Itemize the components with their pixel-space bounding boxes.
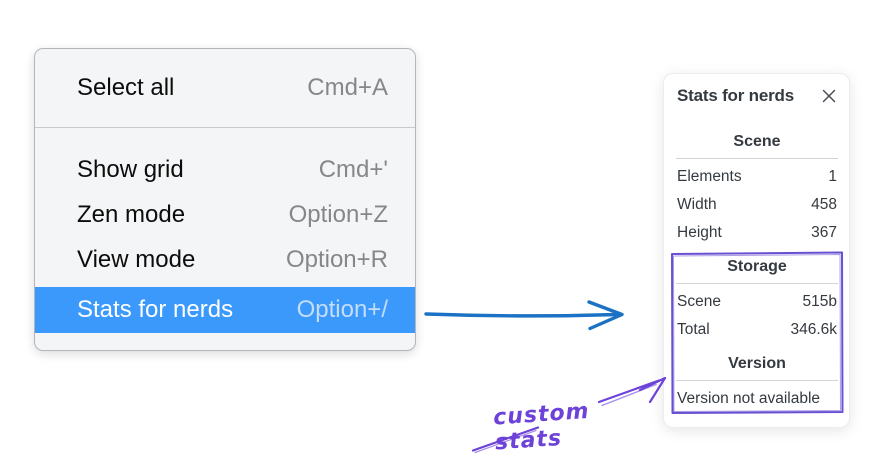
menu-item-shortcut: Option+R bbox=[285, 245, 388, 273]
menu-item-zen-mode[interactable]: Zen mode Option+Z bbox=[35, 192, 415, 237]
stat-value: 367 bbox=[811, 224, 837, 241]
menu-item-label: Select all bbox=[77, 74, 175, 101]
stat-label: Elements bbox=[677, 168, 742, 185]
storage-rows: Scene 515b Total 346.6k bbox=[677, 288, 837, 344]
context-menu: Select all Cmd+A Show grid Cmd+' Zen mod… bbox=[34, 48, 416, 351]
menu-item-label: View mode bbox=[77, 245, 196, 273]
stat-row-total: Total 346.6k bbox=[677, 316, 837, 344]
stat-value: 1 bbox=[828, 168, 837, 185]
stat-row-elements: Elements 1 bbox=[677, 163, 837, 191]
custom-stats-label: custom stats bbox=[492, 398, 591, 456]
stat-value: 458 bbox=[811, 196, 837, 213]
stats-for-nerds-panel: Stats for nerds Scene Elements 1 Width 4… bbox=[663, 73, 850, 428]
section-divider bbox=[676, 380, 838, 381]
menu-item-shortcut: Cmd+A bbox=[307, 74, 388, 101]
stat-row-scene: Scene 515b bbox=[677, 288, 837, 316]
menu-item-label: Stats for nerds bbox=[77, 296, 234, 323]
panel-header: Stats for nerds bbox=[677, 86, 837, 106]
menu-divider bbox=[35, 127, 415, 128]
section-heading-scene: Scene bbox=[733, 133, 781, 150]
stat-row-width: Width 458 bbox=[677, 191, 837, 219]
section-heading-storage: Storage bbox=[727, 258, 787, 275]
menu-item-show-grid[interactable]: Show grid Cmd+' bbox=[35, 147, 415, 192]
menu-item-shortcut: Option+Z bbox=[288, 200, 388, 228]
panel-title: Stats for nerds bbox=[677, 86, 794, 105]
stat-label: Height bbox=[677, 224, 722, 241]
section-heading-version: Version bbox=[728, 355, 786, 372]
stat-label: Width bbox=[677, 196, 717, 213]
menu-item-label: Zen mode bbox=[77, 200, 186, 228]
section-divider bbox=[676, 158, 838, 159]
stat-label: Scene bbox=[677, 293, 721, 310]
menu-item-view-mode[interactable]: View mode Option+R bbox=[35, 237, 415, 282]
scene-rows: Elements 1 Width 458 Height 367 bbox=[677, 163, 837, 247]
menu-item-select-all[interactable]: Select all Cmd+A bbox=[35, 49, 415, 127]
version-note: Version not available bbox=[677, 390, 821, 407]
stat-label: Total bbox=[677, 321, 710, 338]
stat-value: 346.6k bbox=[790, 321, 837, 338]
menu-item-shortcut: Option+/ bbox=[296, 296, 388, 323]
section-divider bbox=[676, 283, 838, 284]
menu-group: Show grid Cmd+' Zen mode Option+Z View m… bbox=[35, 128, 415, 333]
stat-value: 515b bbox=[802, 293, 837, 310]
stat-row-height: Height 367 bbox=[677, 219, 837, 247]
menu-item-shortcut: Cmd+' bbox=[318, 155, 388, 183]
close-icon[interactable] bbox=[821, 88, 837, 104]
menu-item-label: Show grid bbox=[77, 155, 184, 183]
menu-item-stats-for-nerds[interactable]: Stats for nerds Option+/ bbox=[35, 287, 415, 333]
